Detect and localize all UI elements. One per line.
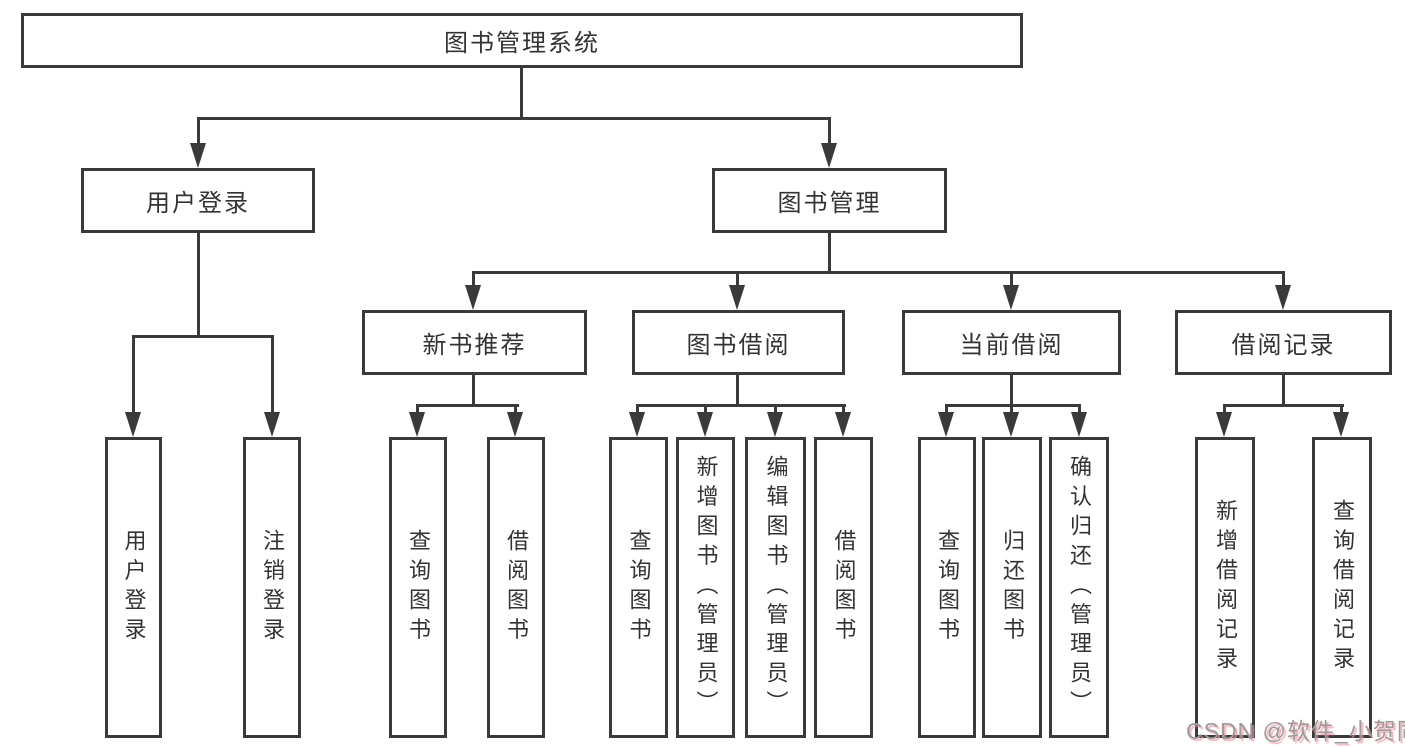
node-library-system: 图书管理系统 (21, 13, 1023, 68)
arrowhead-icon (190, 143, 206, 168)
connector-line (472, 271, 1285, 274)
arrowhead-icon (1333, 412, 1349, 437)
connector-line (736, 375, 739, 406)
node-book-management: 图书管理 (712, 168, 947, 233)
node-book-borrowing: 图书借阅 (632, 310, 845, 375)
node-current-borrowing: 当前借阅 (902, 310, 1121, 375)
connector-line (132, 335, 274, 338)
leaf-label: 查询图书 (406, 528, 431, 647)
leaf-label: 查询图书 (935, 528, 960, 647)
connector-line (472, 271, 475, 288)
arrowhead-icon (1003, 412, 1019, 437)
node-user-login: 用户登录 (81, 168, 315, 233)
arrowhead-icon (1275, 285, 1291, 310)
leaf-label: 借阅图书 (504, 528, 529, 647)
arrowhead-icon (835, 412, 851, 437)
leaf-label: 新增图书（管理员） (693, 454, 719, 721)
node-label: 图书管理系统 (444, 30, 600, 57)
node-label: 用户登录 (146, 190, 250, 217)
leaf-label: 编辑图书（管理员） (763, 454, 789, 721)
arrowhead-icon (729, 285, 745, 310)
connector-line (197, 117, 831, 120)
leaf-label: 新增借阅记录 (1213, 499, 1238, 676)
arrowhead-icon (125, 412, 141, 437)
connector-line (197, 233, 200, 338)
connector-line (472, 375, 475, 406)
node-new-book-recommendation: 新书推荐 (362, 310, 587, 375)
arrowhead-icon (1071, 412, 1087, 437)
leaf-user-login: 用户登录 (105, 437, 162, 738)
arrowhead-icon (409, 412, 425, 437)
connector-line (132, 335, 135, 415)
connector-line (828, 233, 831, 274)
connector-line (416, 404, 419, 415)
connector-line (1010, 404, 1013, 415)
node-borrowing-records: 借阅记录 (1175, 310, 1392, 375)
leaf-borrow-books-recommend: 借阅图书 (487, 437, 545, 738)
leaf-logout: 注销登录 (243, 437, 301, 738)
arrowhead-icon (1003, 285, 1019, 310)
connector-line (1010, 271, 1013, 288)
leaf-borrow-books: 借阅图书 (814, 437, 873, 738)
leaf-confirm-return-admin: 确认归还（管理员） (1049, 437, 1109, 738)
connector-line (520, 68, 523, 119)
arrowhead-icon (697, 412, 713, 437)
arrowhead-icon (767, 412, 783, 437)
connector-line (514, 404, 517, 415)
node-label: 当前借阅 (959, 332, 1064, 359)
node-label: 借阅记录 (1231, 332, 1336, 359)
connector-line (704, 404, 707, 415)
connector-line (1078, 404, 1081, 415)
connector-line (736, 271, 739, 288)
connector-line (197, 117, 200, 149)
connector-line (945, 404, 1081, 407)
leaf-label: 确认归还（管理员） (1067, 454, 1092, 721)
arrowhead-icon (821, 143, 837, 168)
node-label: 图书管理 (777, 190, 882, 217)
arrowhead-icon (507, 412, 523, 437)
leaf-query-books-borrowing: 查询图书 (609, 437, 668, 738)
connector-line (1223, 404, 1344, 407)
leaf-add-borrow-record: 新增借阅记录 (1195, 437, 1255, 738)
leaf-query-books-current: 查询图书 (918, 437, 976, 738)
leaf-query-borrow-record: 查询借阅记录 (1312, 437, 1372, 738)
csdn-watermark: CSDN @软件_小贺同学 (1186, 718, 1405, 744)
arrowhead-icon (938, 412, 954, 437)
connector-line (1223, 404, 1226, 415)
leaf-label: 注销登录 (260, 528, 285, 647)
arrowhead-icon (629, 412, 645, 437)
connector-line (1010, 375, 1013, 406)
leaf-add-books-admin: 新增图书（管理员） (676, 437, 735, 738)
connector-line (636, 404, 639, 415)
connector-line (945, 404, 948, 415)
connector-line (1340, 404, 1343, 415)
connector-line (416, 404, 519, 407)
leaf-label: 查询借阅记录 (1330, 499, 1355, 676)
connector-line (636, 404, 846, 407)
leaf-label: 查询图书 (626, 528, 652, 647)
connector-line (271, 335, 274, 415)
leaf-label: 归还图书 (1000, 528, 1025, 647)
node-label: 新书推荐 (422, 332, 527, 359)
leaf-return-books: 归还图书 (982, 437, 1042, 738)
arrowhead-icon (465, 285, 481, 310)
connector-line (1282, 375, 1285, 406)
connector-line (828, 117, 831, 149)
leaf-label: 用户登录 (121, 528, 147, 647)
connector-line (774, 404, 777, 415)
connector-line (842, 404, 845, 415)
arrowhead-icon (264, 412, 280, 437)
connector-line (1282, 271, 1285, 288)
leaf-label: 借阅图书 (831, 528, 857, 647)
arrowhead-icon (1216, 412, 1232, 437)
leaf-edit-books-admin: 编辑图书（管理员） (745, 437, 806, 738)
leaf-query-books-recommend: 查询图书 (389, 437, 447, 738)
node-label: 图书借阅 (686, 332, 791, 359)
